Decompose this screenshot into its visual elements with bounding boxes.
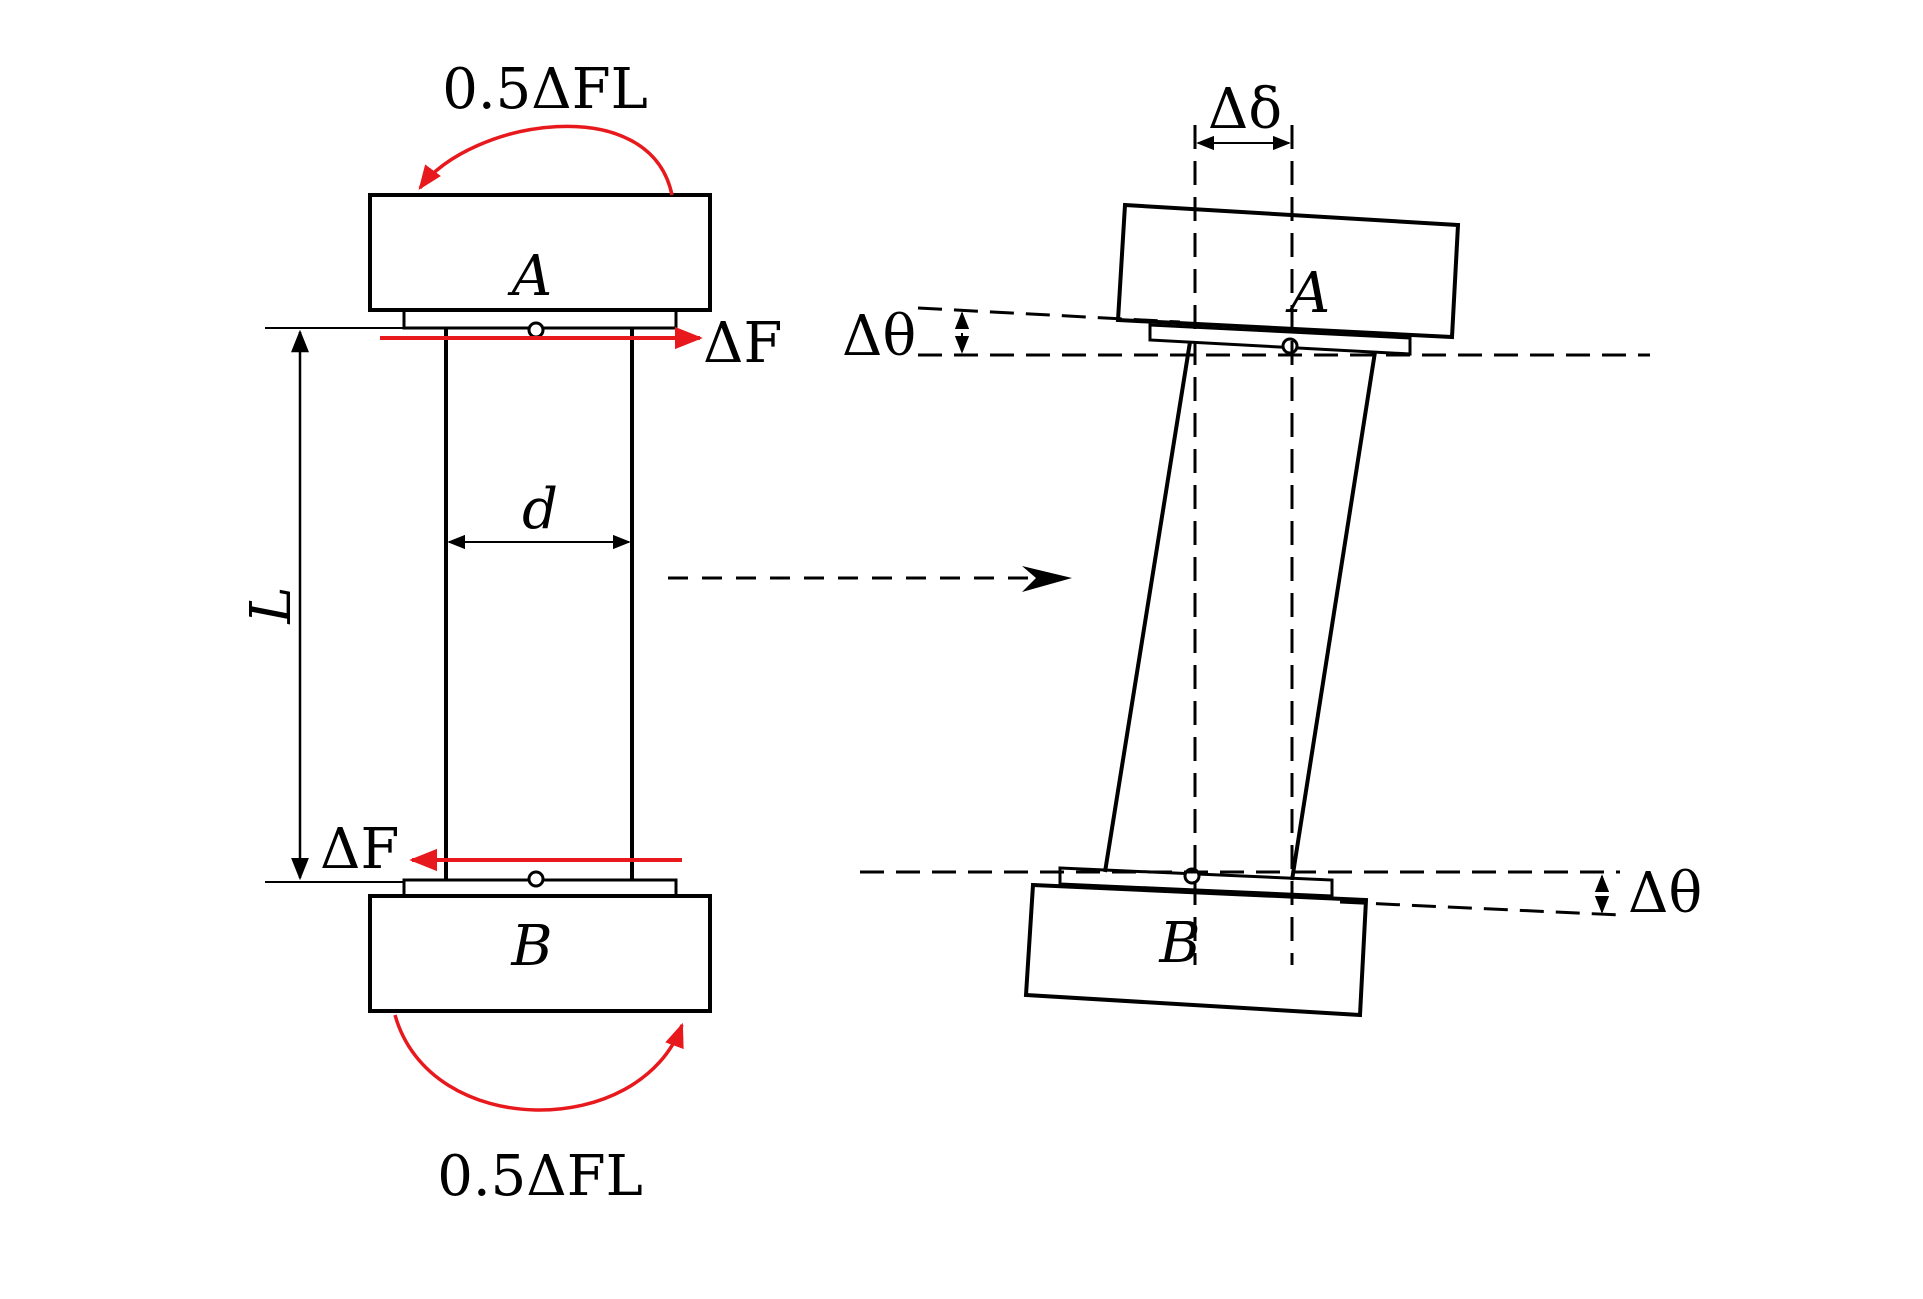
moment-bottom-arrow xyxy=(393,1014,684,1112)
dim-l-label: L xyxy=(239,586,304,624)
top-pin xyxy=(527,321,545,339)
bottom-tilt-reference xyxy=(1339,900,1621,917)
transition-arrow-head xyxy=(1022,566,1072,592)
label-a-right: A xyxy=(1285,261,1330,326)
deformed-bottom-block-b xyxy=(1023,882,1369,1018)
deformed-column-right-edge xyxy=(1290,351,1377,881)
deformed-top-block-a xyxy=(1115,202,1461,340)
bottom-pin xyxy=(527,870,545,888)
delta-theta-bottom-label: Δθ xyxy=(1628,861,1702,926)
deformed-column-left-edge xyxy=(1103,341,1192,873)
delta-delta-label: Δδ xyxy=(1208,77,1282,142)
left-specimen: 0.5ΔFL 0.5ΔFL A B ΔF ΔF d L xyxy=(239,57,782,1209)
label-b-left: B xyxy=(510,914,552,979)
top-tilt-reference xyxy=(917,306,1181,324)
force-bottom-label: ΔF xyxy=(320,817,399,882)
moment-top-label: 0.5ΔFL xyxy=(442,57,648,122)
label-b-right: B xyxy=(1158,911,1200,976)
right-specimen: Δδ A B Δθ Δθ xyxy=(842,77,1702,1018)
bottom-block-b xyxy=(368,894,712,1013)
label-a-left: A xyxy=(507,244,552,309)
dim-d-label: d xyxy=(522,477,558,542)
transition-arrow xyxy=(668,566,1072,592)
deformed-bottom-plate-b xyxy=(1058,866,1334,898)
delta-theta-top-label: Δθ xyxy=(842,304,916,369)
moment-bottom-label: 0.5ΔFL xyxy=(437,1144,643,1209)
force-top-label: ΔF xyxy=(703,311,782,376)
deformed-top-pin xyxy=(1281,337,1299,355)
moment-top-arrow xyxy=(418,124,674,196)
